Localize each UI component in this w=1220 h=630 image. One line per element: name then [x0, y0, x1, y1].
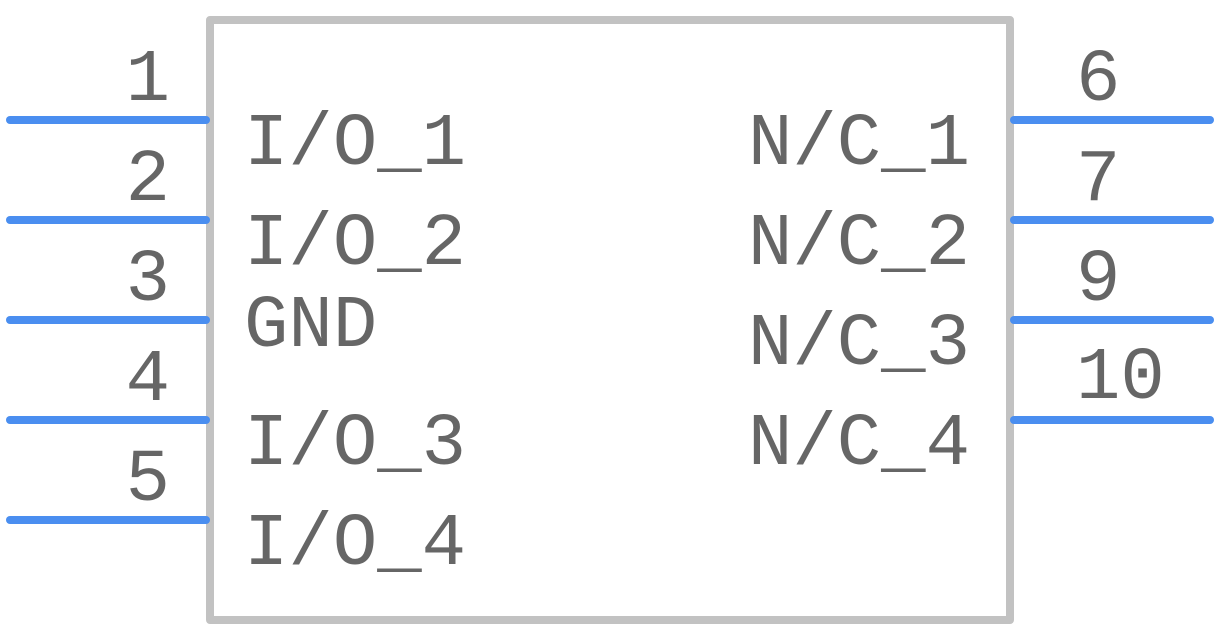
pin-6-number: 6 — [1076, 39, 1120, 123]
pin-10-label: N/C_4 — [748, 403, 970, 487]
pin-1-number: 1 — [126, 39, 170, 123]
pin-7-number: 7 — [1076, 139, 1120, 223]
pin-10-number: 10 — [1076, 337, 1165, 421]
pin-7-label: N/C_2 — [748, 203, 970, 287]
pin-9-number: 9 — [1076, 239, 1120, 323]
pin-5-label: I/O_4 — [244, 503, 466, 587]
right-pins: 6 7 9 10 N/C_1 N/C_2 N/C_3 N/C_4 — [748, 39, 1214, 487]
pin-3-number: 3 — [126, 239, 170, 323]
pin-4-number: 4 — [126, 339, 170, 423]
pin-5-number: 5 — [126, 439, 170, 523]
pin-1-label: I/O_1 — [244, 103, 466, 187]
left-pins: 1 2 3 4 5 I/O_1 I/O_2 GND I/O_3 I/O_4 — [6, 39, 466, 587]
pin-2-number: 2 — [126, 139, 170, 223]
pin-6-label: N/C_1 — [748, 103, 970, 187]
pin-2-label: I/O_2 — [244, 203, 466, 287]
pin-4-label: I/O_3 — [244, 403, 466, 487]
pin-9-label: N/C_3 — [748, 303, 970, 387]
pin-3-label: GND — [244, 285, 377, 369]
